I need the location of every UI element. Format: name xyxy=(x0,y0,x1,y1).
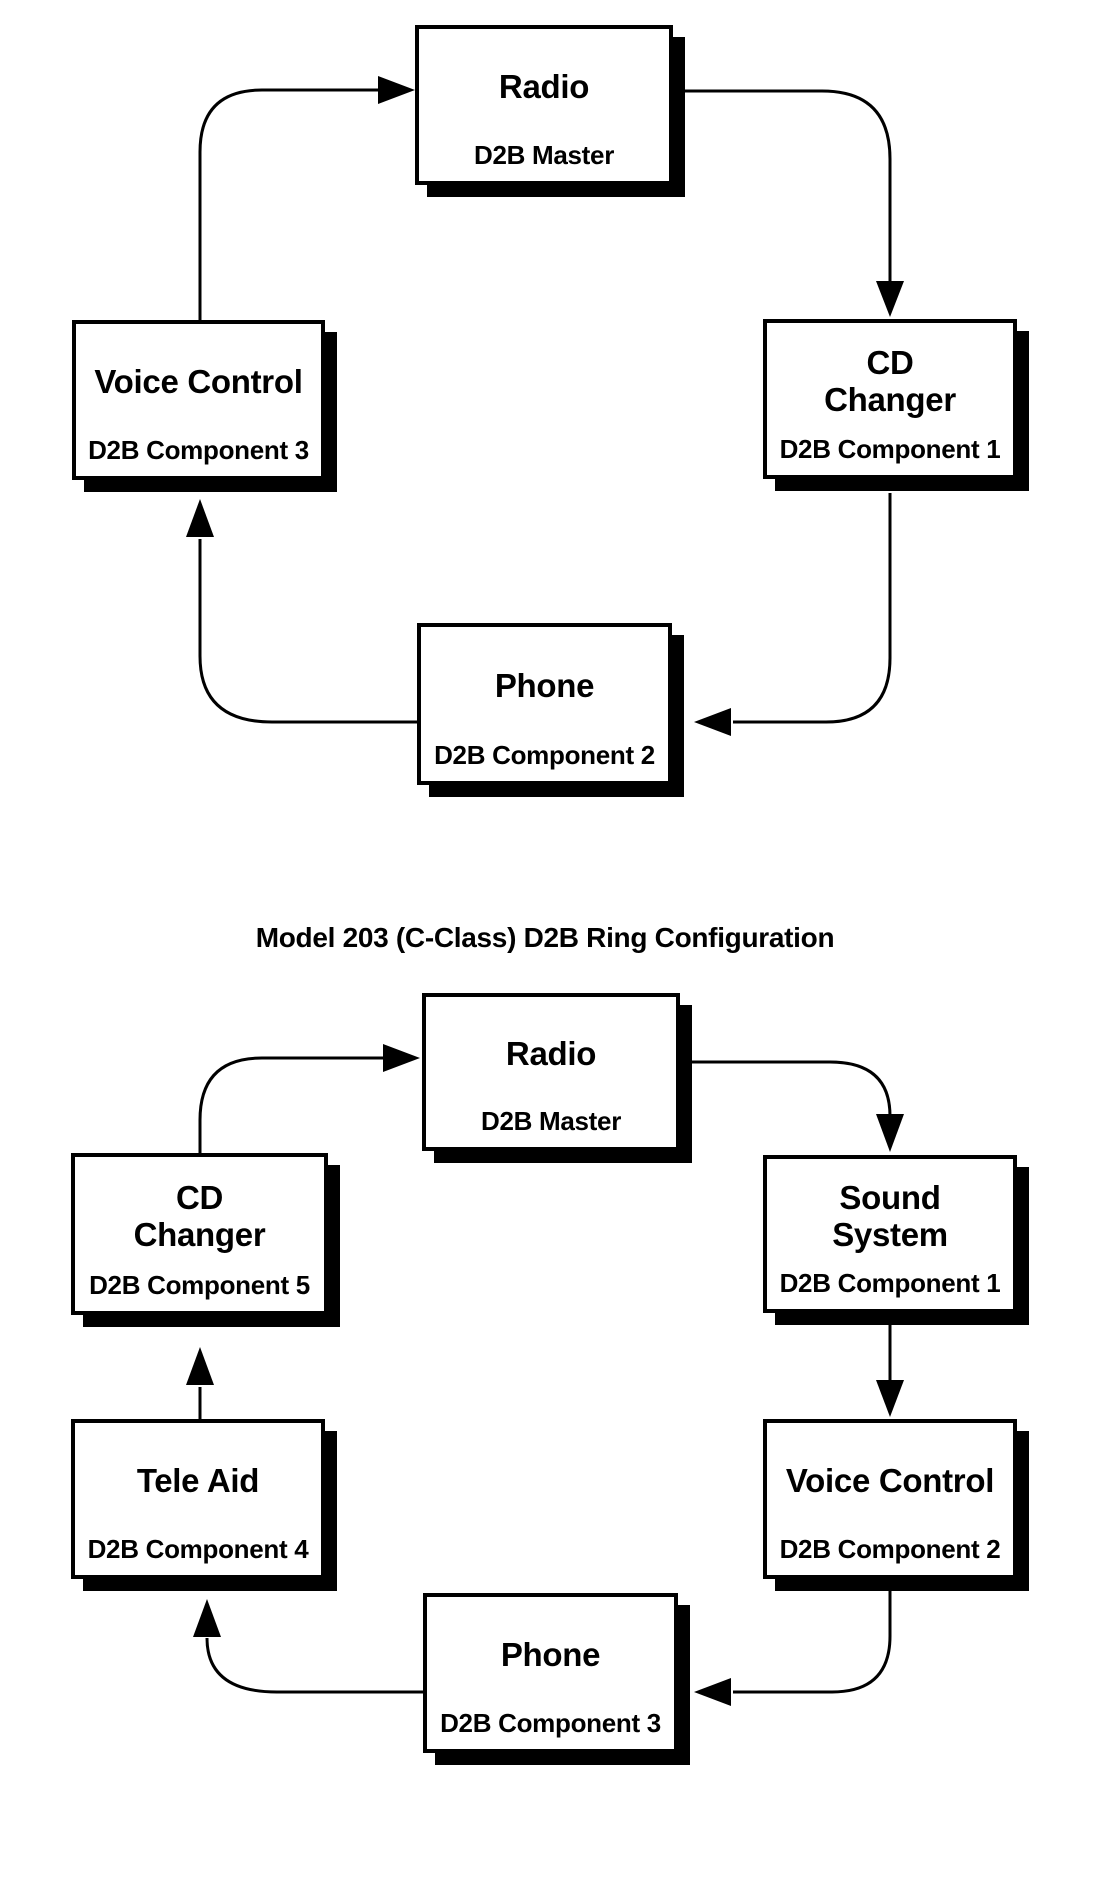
node-radio-bottom: Radio D2B Master xyxy=(422,993,680,1151)
connector-radio-to-sound-system-bottom xyxy=(680,1060,892,1117)
arrowhead-into-sound-system-bottom xyxy=(876,1114,904,1152)
arrowhead-into-radio-bottom xyxy=(383,1044,420,1072)
node-radio-top: Radio D2B Master xyxy=(415,25,673,185)
node-tele-aid-bottom-subtitle: D2B Component 4 xyxy=(87,1534,309,1564)
arrowhead-into-voice-control-bottom xyxy=(876,1380,904,1417)
node-cd-changer-bottom-title: CD Changer xyxy=(133,1179,266,1253)
node-radio-top-title: Radio xyxy=(498,68,590,106)
node-radio-top-subtitle: D2B Master xyxy=(473,140,615,170)
node-voice-control-top: Voice Control D2B Component 3 xyxy=(72,320,325,480)
connector-phone-to-tele-aid-bottom xyxy=(205,1637,423,1694)
node-sound-system-bottom-title: Sound System xyxy=(832,1179,948,1253)
node-radio-bottom-title: Radio xyxy=(505,1035,597,1073)
arrowhead-into-cd-changer-bottom xyxy=(186,1347,214,1385)
arrowhead-into-radio-top xyxy=(378,76,415,104)
node-phone-top-title: Phone xyxy=(494,667,595,705)
connector-cd-changer-to-radio-bottom xyxy=(198,1056,403,1155)
node-voice-control-top-title: Voice Control xyxy=(94,363,303,401)
node-sound-system-bottom: Sound System D2B Component 1 xyxy=(763,1155,1017,1313)
node-cd-changer-bottom-subtitle: D2B Component 5 xyxy=(89,1270,310,1300)
diagram-caption: Model 203 (C-Class) D2B Ring Configurati… xyxy=(255,922,835,953)
node-voice-control-top-subtitle: D2B Component 3 xyxy=(88,435,309,465)
arrowhead-into-voice-control-top xyxy=(186,499,214,537)
node-radio-bottom-subtitle: D2B Master xyxy=(480,1106,622,1136)
connector-cd-changer-to-phone-top xyxy=(733,493,892,724)
node-cd-changer-top-title: CD Changer xyxy=(824,344,956,418)
node-cd-changer-top-subtitle: D2B Component 1 xyxy=(779,434,1001,464)
node-phone-top-subtitle: D2B Component 2 xyxy=(434,740,655,770)
connector-voice-control-to-phone-bottom xyxy=(733,1581,892,1694)
node-voice-control-bottom: Voice Control D2B Component 2 xyxy=(763,1419,1017,1579)
node-phone-bottom: Phone D2B Component 3 xyxy=(423,1593,678,1753)
node-phone-bottom-subtitle: D2B Component 3 xyxy=(440,1708,661,1738)
node-phone-top: Phone D2B Component 2 xyxy=(417,623,672,785)
connector-voice-control-to-radio-top xyxy=(198,88,398,322)
node-phone-bottom-title: Phone xyxy=(500,1636,601,1674)
node-tele-aid-bottom-title: Tele Aid xyxy=(136,1462,260,1500)
connector-radio-to-cd-changer-top xyxy=(675,89,892,282)
arrowhead-into-tele-aid-bottom xyxy=(193,1599,221,1637)
arrowhead-into-phone-bottom xyxy=(694,1678,731,1706)
arrowhead-into-phone-top xyxy=(694,708,731,736)
node-voice-control-bottom-subtitle: D2B Component 2 xyxy=(779,1534,1001,1564)
node-voice-control-bottom-title: Voice Control xyxy=(785,1462,995,1500)
connector-phone-to-voice-control-top xyxy=(198,539,417,724)
node-tele-aid-bottom: Tele Aid D2B Component 4 xyxy=(71,1419,325,1579)
node-cd-changer-bottom: CD Changer D2B Component 5 xyxy=(71,1153,328,1315)
node-sound-system-bottom-subtitle: D2B Component 1 xyxy=(779,1268,1001,1298)
arrowhead-into-cd-changer-top xyxy=(876,281,904,317)
node-cd-changer-top: CD Changer D2B Component 1 xyxy=(763,319,1017,479)
